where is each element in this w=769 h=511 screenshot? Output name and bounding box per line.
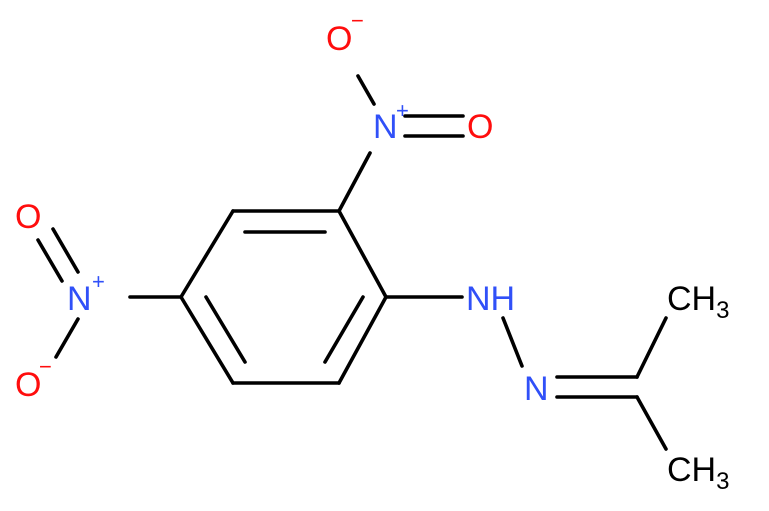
ring-bond-c4-c5-inner (204, 295, 247, 364)
bond-nh-n (501, 316, 524, 368)
bond-nitro-left-n-o-double-b (36, 238, 64, 283)
benzene-ring (179, 209, 388, 385)
atom-methyl-top: CH3 (667, 280, 729, 324)
atom-nitro-left-o-anion: O (15, 366, 41, 404)
bond-nitro-left-n-o-anion (54, 317, 80, 359)
ring-bond-c4-c5 (179, 295, 235, 385)
charge-nitro-top-n: + (396, 98, 409, 123)
bond-c-methyl-top (635, 316, 668, 379)
charge-nitro-left-o-anion: − (39, 354, 52, 379)
atom-nitro-left-n: N (67, 280, 92, 318)
charge-nitro-top-o-anion: − (351, 8, 364, 33)
ring-bond-c6-c1 (337, 295, 388, 385)
atom-nitro-left-o: O (15, 198, 41, 236)
ring-bond-c1-c2 (337, 209, 388, 299)
bond-c2-nitro-n (337, 151, 372, 213)
bond-c-methyl-bottom (635, 395, 668, 451)
atom-hydrazone-n: N (524, 370, 549, 408)
bond-nitro-top-n-o-anion (356, 74, 376, 106)
ring-bond-c6-c1-inner (323, 295, 365, 364)
charge-nitro-left-n: + (92, 269, 105, 294)
atom-methyl-bottom: CH3 (667, 451, 729, 495)
atom-nitro-top-o: O (467, 108, 493, 146)
atom-nitro-top-o-anion: O (326, 20, 352, 58)
bond-nitro-left-n-o-double-a (51, 227, 80, 274)
atom-hydrazine-nh: NH (466, 280, 515, 318)
ring-bond-c3-c4 (179, 209, 235, 299)
atom-nitro-top-n: N (373, 108, 398, 146)
